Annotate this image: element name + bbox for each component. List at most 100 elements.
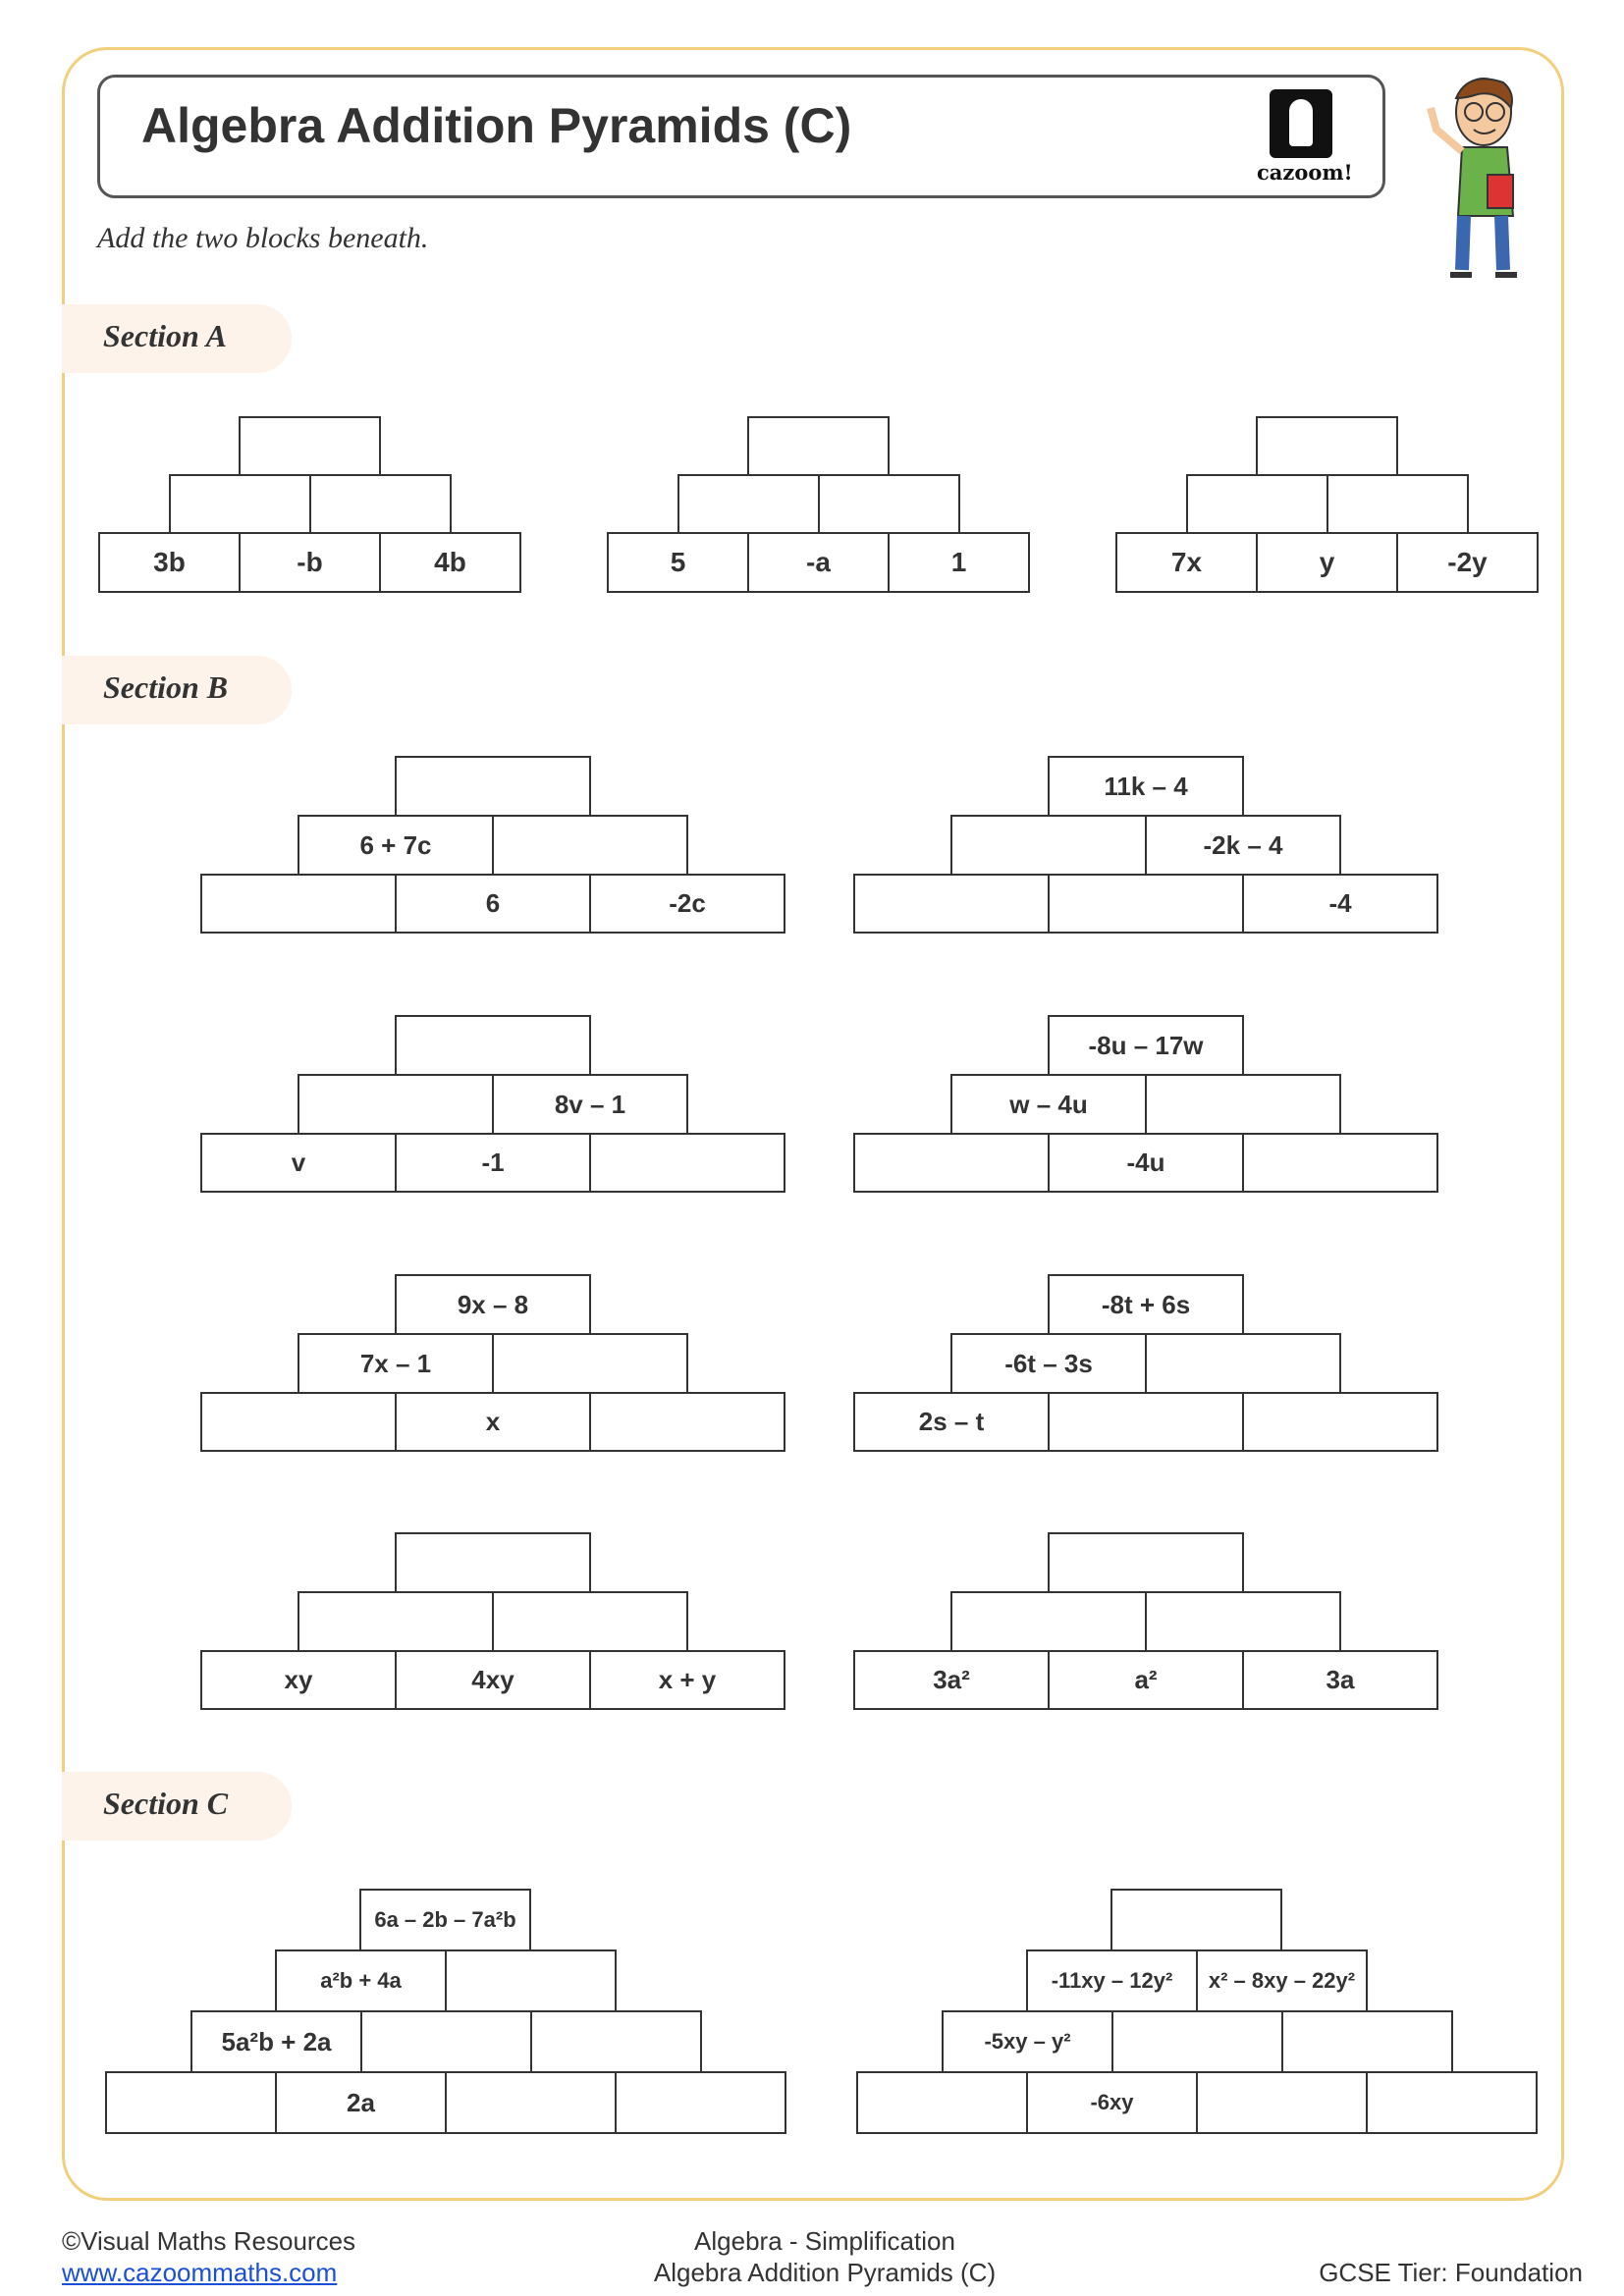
section-a-label: Section A <box>103 318 227 353</box>
pyramid-middle-cell[interactable] <box>818 474 960 534</box>
cazoom-logo-text: cazoom! <box>1257 160 1353 185</box>
pyramid-row3-cell[interactable] <box>530 2010 702 2073</box>
pyramid-row3-cell: -5xy – y² <box>942 2010 1113 2073</box>
pyramid-bottom-cell[interactable] <box>853 874 1050 934</box>
pyramid-bottom-cell[interactable] <box>589 1392 785 1452</box>
pyramid-bottom-cell: 4b <box>379 532 521 593</box>
pyramid-bottom-cell: -6xy <box>1026 2071 1198 2134</box>
pyramid-middle-cell: 7x – 1 <box>298 1333 494 1394</box>
pyramid-middle-cell[interactable] <box>169 474 311 534</box>
pyramid-middle-cell[interactable] <box>492 815 688 876</box>
pyramid-bottom-cell[interactable] <box>856 2071 1028 2134</box>
instruction-text: Add the two blocks beneath. <box>97 222 429 254</box>
pyramid-middle-cell: -2k – 4 <box>1145 815 1341 876</box>
title-banner: Algebra Addition Pyramids (C) cazoom! <box>97 75 1385 198</box>
pyramid-middle-cell[interactable] <box>492 1591 688 1652</box>
pyramid-bottom-cell[interactable] <box>445 2071 617 2134</box>
pyramid-row3-cell: 5a²b + 2a <box>190 2010 362 2073</box>
pyramid-bottom-cell[interactable] <box>1242 1392 1438 1452</box>
pyramid-middle-cell[interactable] <box>492 1333 688 1394</box>
pyramid-bottom-cell: x <box>395 1392 591 1452</box>
pyramid-middle-cell: w – 4u <box>950 1074 1147 1135</box>
pyramid-bottom-cell: 6 <box>395 874 591 934</box>
pyramid-row3-cell[interactable] <box>360 2010 532 2073</box>
pyramid-bottom-cell[interactable] <box>615 2071 786 2134</box>
pyramid-middle-cell: 6 + 7c <box>298 815 494 876</box>
cazoom-logo-icon <box>1270 89 1332 158</box>
section-b-label: Section B <box>103 669 229 705</box>
pyramid-bottom-cell: -4 <box>1242 874 1438 934</box>
pyramid-row3-cell[interactable] <box>1281 2010 1453 2073</box>
pyramid-middle-cell[interactable] <box>1145 1074 1341 1135</box>
pyramid-middle-cell[interactable] <box>1145 1591 1341 1652</box>
footer-website-container: www.cazoommaths.com <box>62 2258 337 2288</box>
pyramid-top-cell: 6a – 2b – 7a²b <box>359 1889 531 1951</box>
pyramid-top-cell: 11k – 4 <box>1048 756 1244 817</box>
pyramid-row2-cell: a²b + 4a <box>275 1949 447 2012</box>
pyramid-bottom-cell[interactable] <box>853 1133 1050 1193</box>
footer-sheet-name: Algebra Addition Pyramids (C) <box>653 2258 997 2287</box>
footer-topic: Algebra - Simplification <box>694 2226 955 2256</box>
pyramid-bottom-cell[interactable] <box>200 874 397 934</box>
pyramid-middle-cell[interactable] <box>677 474 820 534</box>
pyramid-bottom-cell: 3b <box>98 532 241 593</box>
section-b-tab: Section B <box>62 656 292 724</box>
pyramid-bottom-cell[interactable] <box>1048 874 1244 934</box>
pyramid-top-cell: -8t + 6s <box>1048 1274 1244 1335</box>
pyramid-bottom-cell[interactable] <box>589 1133 785 1193</box>
pyramid-middle-cell[interactable] <box>1186 474 1328 534</box>
footer-website-link[interactable]: www.cazoommaths.com <box>62 2258 338 2287</box>
pyramid-top-cell[interactable] <box>1110 1889 1282 1951</box>
footer-copyright: ©Visual Maths Resources <box>62 2226 356 2256</box>
pyramid-middle-cell[interactable] <box>1145 1333 1341 1394</box>
pyramid-top-cell: -8u – 17w <box>1048 1015 1244 1076</box>
pyramid-top-cell[interactable] <box>1256 416 1398 476</box>
pyramid-row2-cell: -11xy – 12y² <box>1026 1949 1198 2012</box>
pyramid-middle-cell[interactable] <box>309 474 452 534</box>
pyramid-bottom-cell: 1 <box>888 532 1030 593</box>
pyramid-bottom-cell: v <box>200 1133 397 1193</box>
pyramid-top-cell[interactable] <box>239 416 381 476</box>
pyramid-middle-cell: 8v – 1 <box>492 1074 688 1135</box>
page-border <box>62 47 1564 2201</box>
pyramid-top-cell[interactable] <box>747 416 890 476</box>
pyramid-bottom-cell: 3a² <box>853 1650 1050 1710</box>
pyramid-bottom-cell[interactable] <box>200 1392 397 1452</box>
pyramid-bottom-cell: -b <box>239 532 381 593</box>
cazoom-logo: cazoom! <box>1257 89 1353 187</box>
pyramid-bottom-cell[interactable] <box>1366 2071 1538 2134</box>
pyramid-middle-cell[interactable] <box>298 1591 494 1652</box>
pyramid-middle-cell[interactable] <box>298 1074 494 1135</box>
pyramid-bottom-cell: -2c <box>589 874 785 934</box>
pyramid-top-cell[interactable] <box>395 1015 591 1076</box>
pyramid-top-cell[interactable] <box>1048 1532 1244 1593</box>
pyramid-bottom-cell: xy <box>200 1650 397 1710</box>
pyramid-bottom-cell: 2s – t <box>853 1392 1050 1452</box>
pyramid-bottom-cell: a² <box>1048 1650 1244 1710</box>
pyramid-bottom-cell[interactable] <box>1242 1133 1438 1193</box>
section-c-tab: Section C <box>62 1772 292 1841</box>
pyramid-bottom-cell[interactable] <box>1196 2071 1368 2134</box>
footer-tier: GCSE Tier: Foundation <box>1319 2258 1583 2287</box>
pyramid-middle-cell[interactable] <box>950 815 1147 876</box>
teacher-character-icon <box>1427 78 1517 278</box>
pyramid-middle-cell: -6t – 3s <box>950 1333 1147 1394</box>
pyramid-bottom-cell[interactable] <box>105 2071 277 2134</box>
pyramid-bottom-cell: 2a <box>275 2071 447 2134</box>
pyramid-bottom-cell: y <box>1256 532 1398 593</box>
pyramid-bottom-cell: -2y <box>1396 532 1539 593</box>
pyramid-middle-cell[interactable] <box>1326 474 1469 534</box>
pyramid-top-cell[interactable] <box>395 756 591 817</box>
pyramid-top-cell[interactable] <box>395 1532 591 1593</box>
pyramid-bottom-cell: -a <box>747 532 890 593</box>
page-title: Algebra Addition Pyramids (C) <box>141 98 852 153</box>
pyramid-row2-cell[interactable] <box>445 1949 617 2012</box>
pyramid-bottom-cell: -1 <box>395 1133 591 1193</box>
pyramid-middle-cell[interactable] <box>950 1591 1147 1652</box>
pyramid-bottom-cell: -4u <box>1048 1133 1244 1193</box>
section-a-tab: Section A <box>62 304 292 373</box>
pyramid-bottom-cell: 3a <box>1242 1650 1438 1710</box>
pyramid-bottom-cell: 4xy <box>395 1650 591 1710</box>
pyramid-row3-cell[interactable] <box>1111 2010 1283 2073</box>
pyramid-bottom-cell[interactable] <box>1048 1392 1244 1452</box>
